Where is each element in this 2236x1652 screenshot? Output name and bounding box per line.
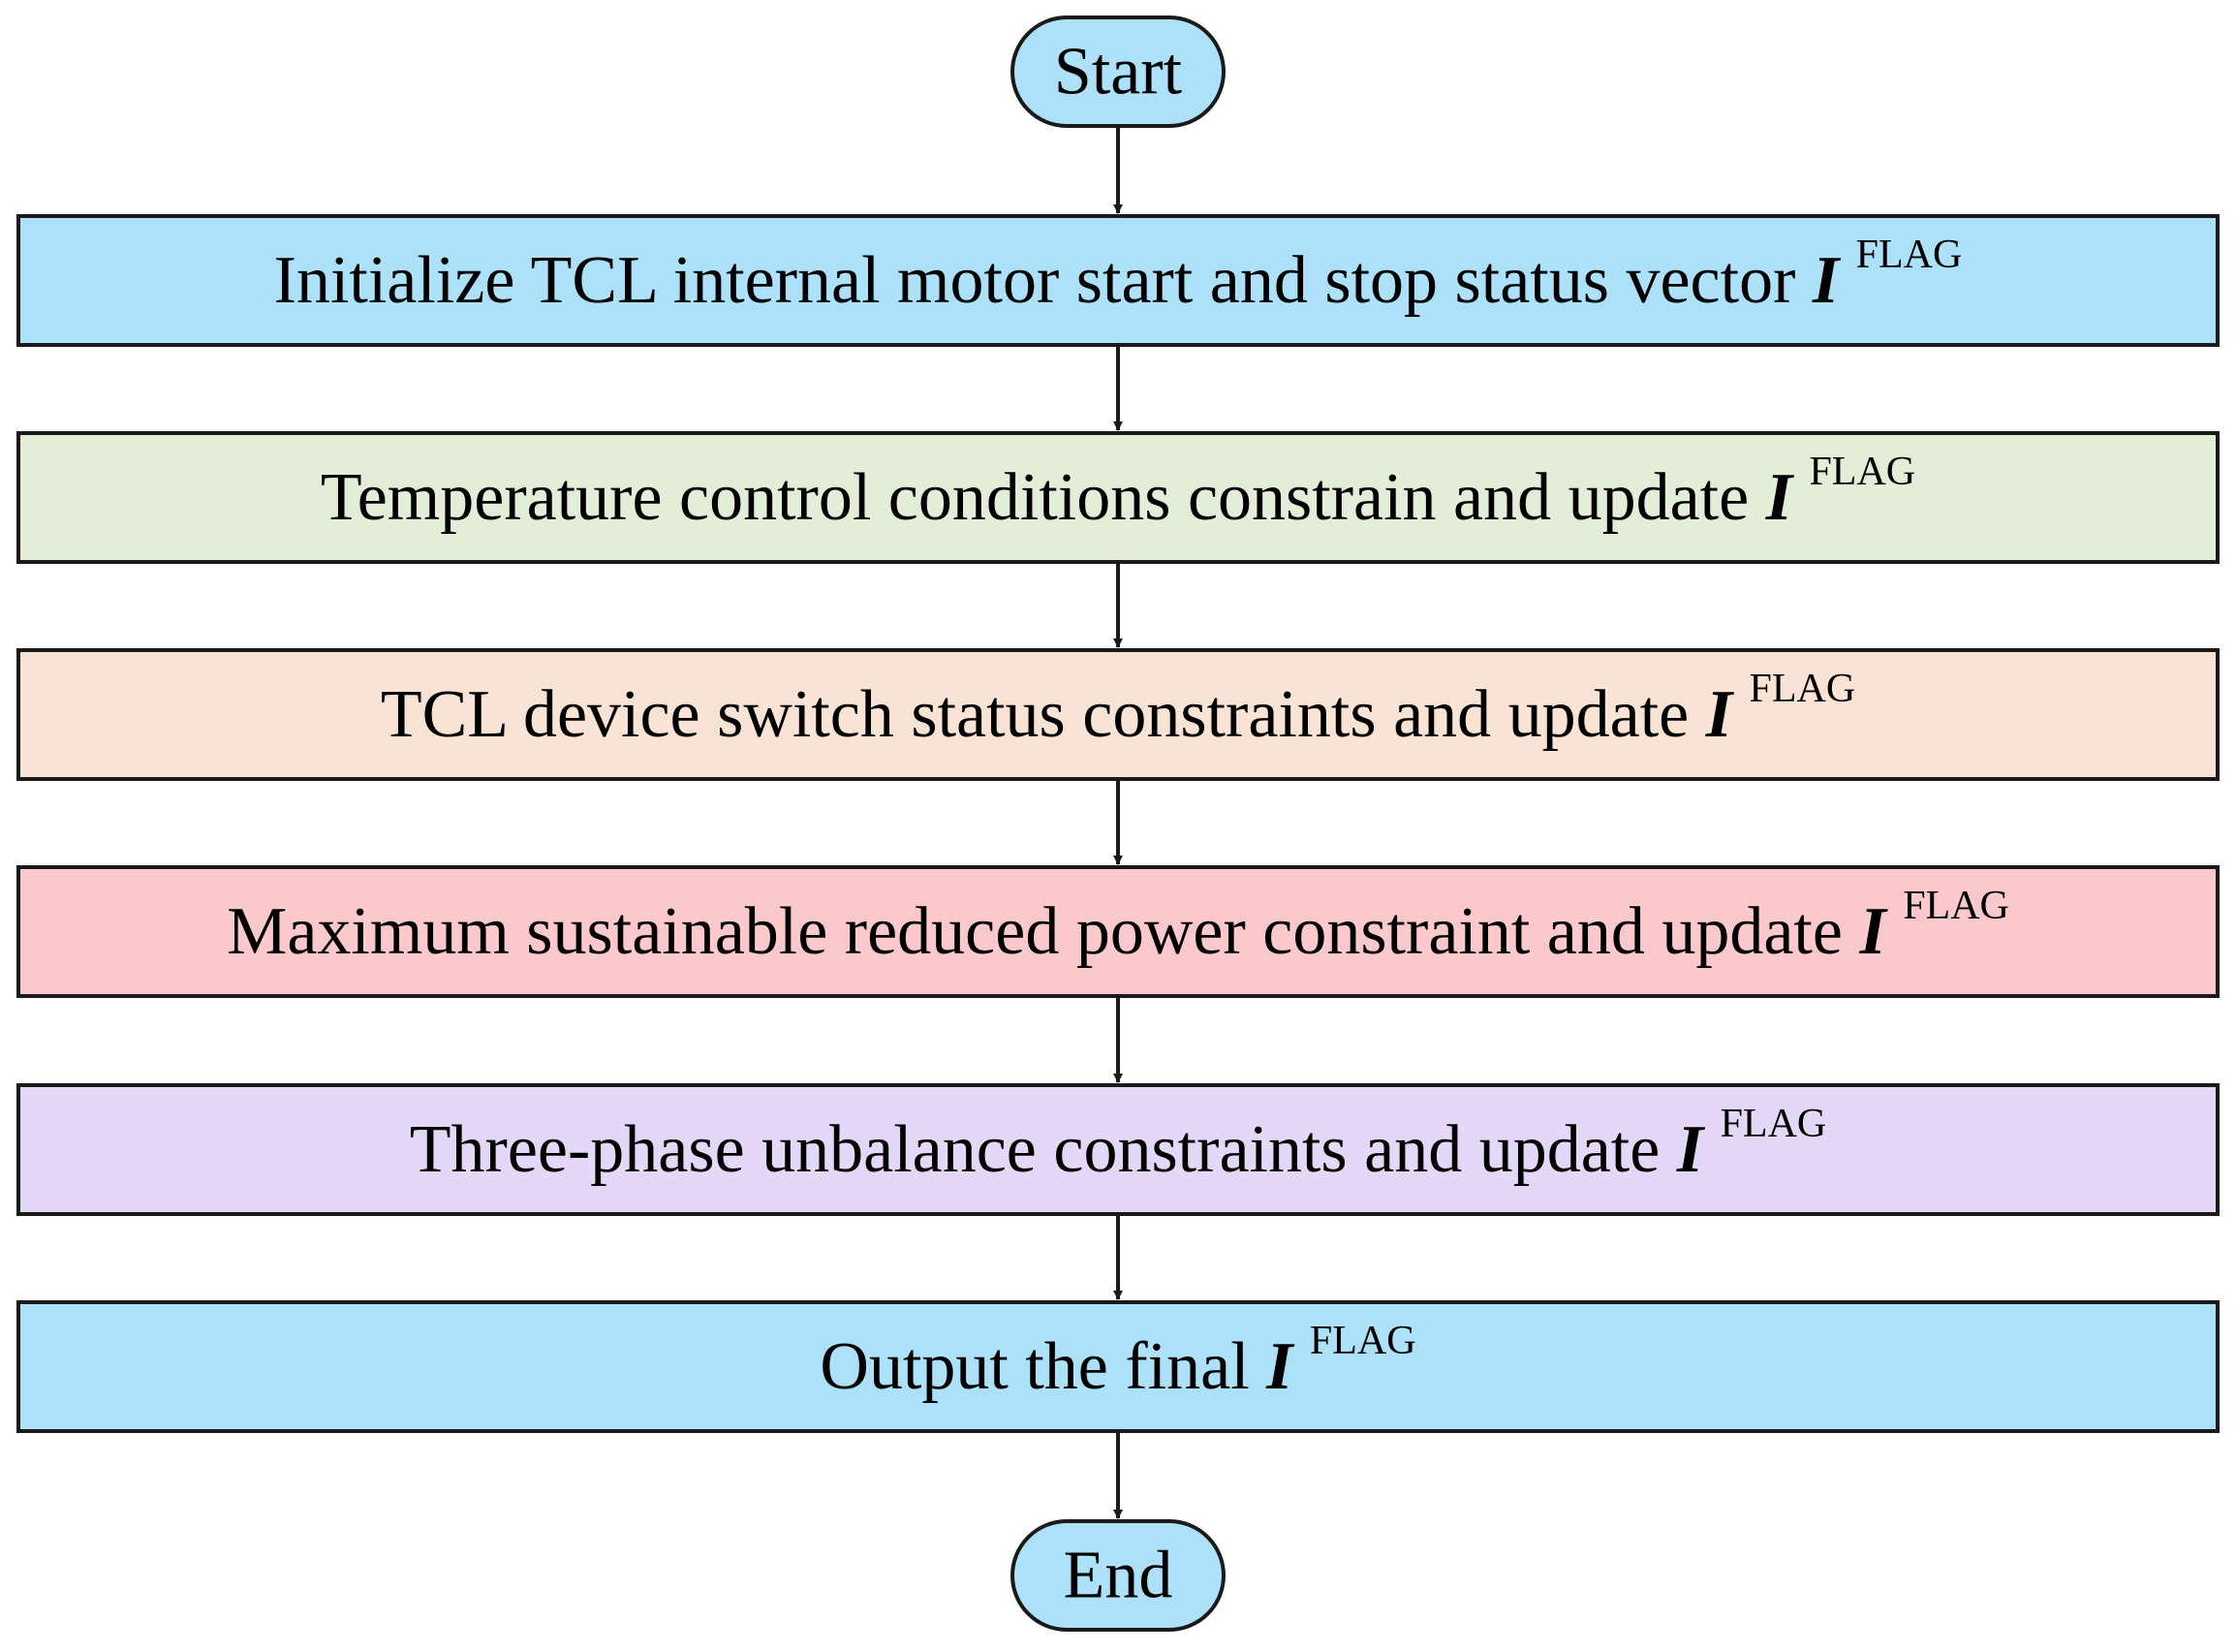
step-power-variable: I (1858, 894, 1888, 969)
step-initialize-box (16, 214, 2220, 347)
step-device-switch-text: TCL device switch status constraints and… (381, 677, 1689, 752)
step-device-switch-box (16, 648, 2220, 781)
step-initialize-variable: I (1812, 243, 1842, 318)
step-initialize: Initialize TCL internal motor start and … (16, 214, 2220, 347)
start-node: Start (1010, 16, 1226, 128)
step-power-text: Maximum sustainable reduced power constr… (227, 894, 1843, 969)
step-power-label: Maximum sustainable reduced power constr… (227, 884, 2009, 969)
step-device-switch-label: TCL device switch status constraints and… (381, 667, 1855, 752)
step-output-variable: I (1265, 1329, 1295, 1404)
end-terminal-shape (1010, 1519, 1226, 1632)
step-device-switch-superscript: FLAG (1749, 667, 1855, 711)
step-temperature-superscript: FLAG (1809, 450, 1915, 494)
step-temperature-text: Temperature control conditions constrain… (321, 460, 1749, 535)
step-initialize-superscript: FLAG (1856, 233, 1963, 277)
step-output-box (16, 1300, 2220, 1433)
step-initialize-label: Initialize TCL internal motor start and … (274, 233, 1963, 318)
step-power: Maximum sustainable reduced power constr… (16, 865, 2220, 998)
step-output-label: Output the final I FLAG (820, 1319, 1415, 1404)
step-unbalance: Three-phase unbalance constraints and up… (16, 1083, 2220, 1216)
end-label: End (1064, 1539, 1173, 1613)
step-output-text: Output the final (820, 1329, 1249, 1404)
step-output-superscript: FLAG (1310, 1319, 1416, 1363)
start-label: Start (1054, 35, 1183, 109)
step-temperature-label: Temperature control conditions constrain… (321, 450, 1915, 535)
step-device-switch-variable: I (1705, 677, 1735, 752)
step-unbalance-superscript: FLAG (1721, 1102, 1827, 1146)
step-temperature: Temperature control conditions constrain… (16, 431, 2220, 564)
step-power-superscript: FLAG (1903, 884, 2009, 928)
step-unbalance-variable: I (1676, 1112, 1706, 1187)
step-power-box (16, 865, 2220, 998)
step-temperature-variable: I (1765, 460, 1795, 535)
step-initialize-text: Initialize TCL internal motor start and … (274, 243, 1796, 318)
step-output: Output the final I FLAG (16, 1300, 2220, 1433)
step-unbalance-text: Three-phase unbalance constraints and up… (410, 1112, 1661, 1187)
step-device-switch: TCL device switch status constraints and… (16, 648, 2220, 781)
end-node: End (1010, 1519, 1226, 1632)
step-unbalance-box (16, 1083, 2220, 1216)
step-unbalance-label: Three-phase unbalance constraints and up… (410, 1102, 1827, 1187)
